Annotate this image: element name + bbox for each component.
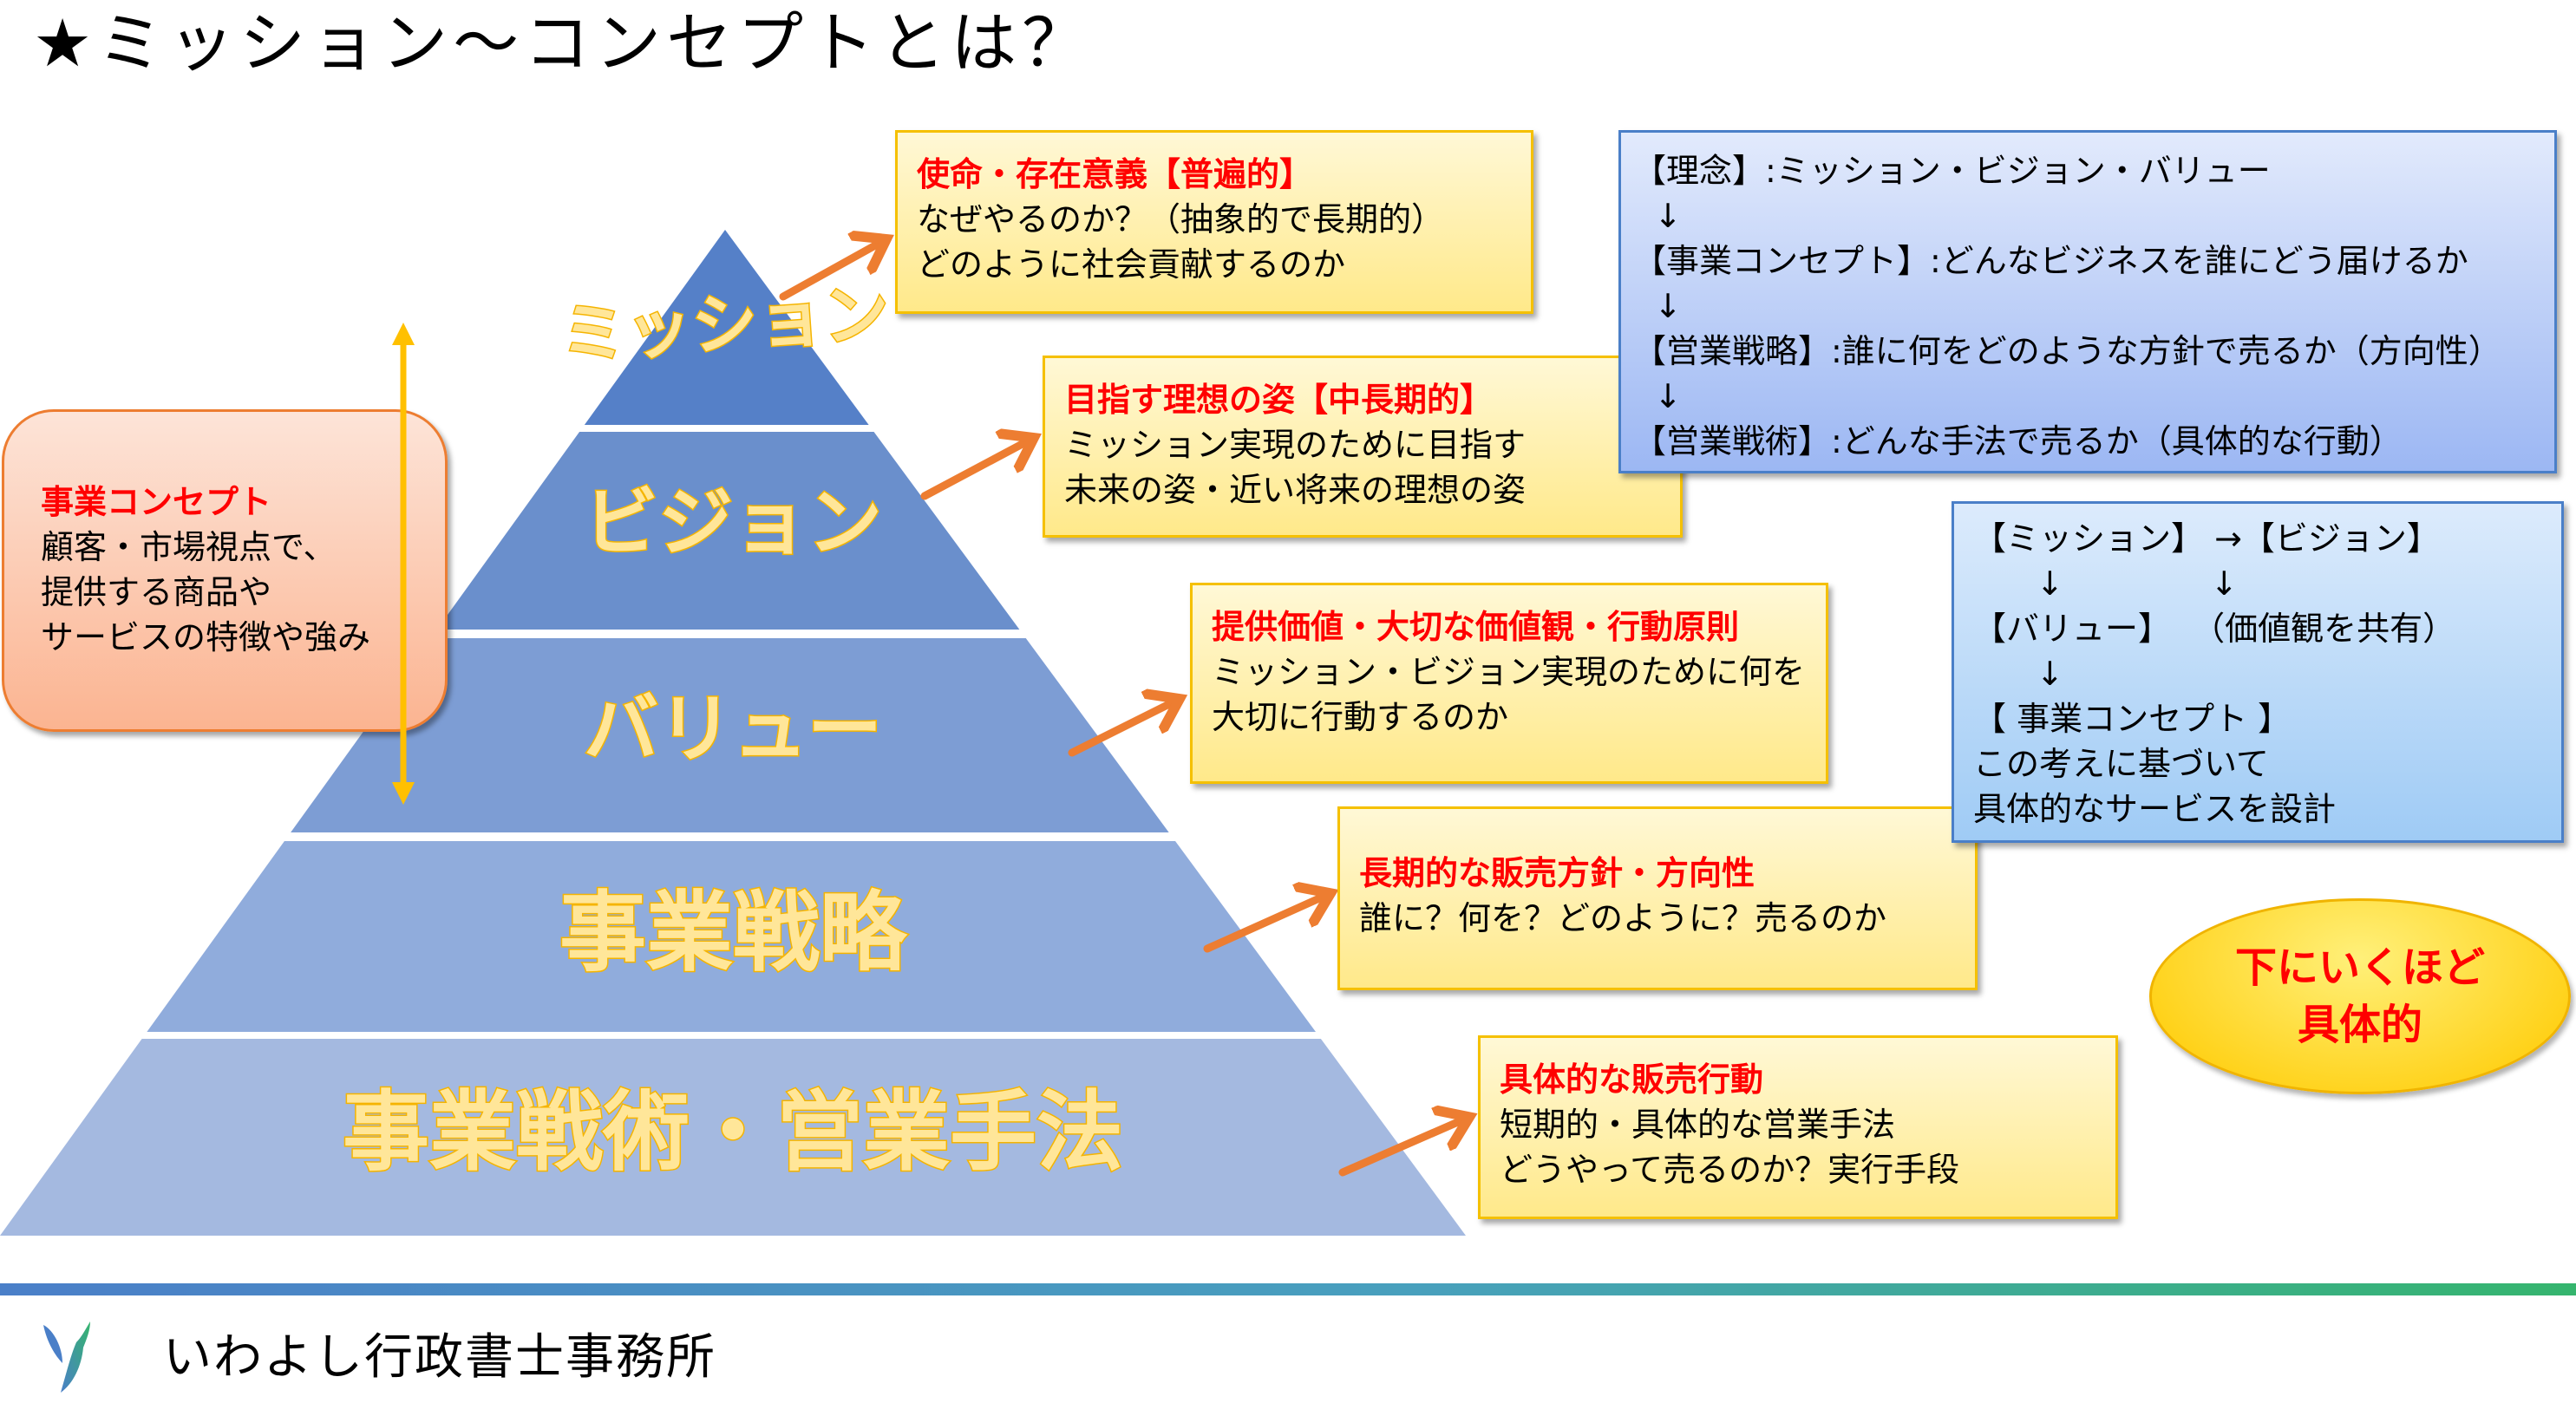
callout-strategy: 長期的な販売方針・方向性 誰に？何を？どのように？売るのか: [1337, 806, 1978, 990]
callout-line: 大切に行動するのか: [1212, 698, 1509, 736]
callout-heading: 提供価値・大切な価値観・行動原則: [1212, 608, 1740, 646]
office-logo-icon: [43, 1321, 90, 1393]
callout-heading: 具体的な販売行動: [1500, 1060, 1764, 1099]
pyramid-layer-vision: [436, 432, 1020, 630]
arrow-to-callout-mission-icon: [779, 241, 883, 301]
arrow-to-callout-tactics-icon: [1338, 1119, 1466, 1177]
office-name: いわよし行政書士事務所: [163, 1329, 716, 1386]
callout-value: 提供価値・大切な価値観・行動原則 ミッション・ビジョン実現のために何を 大切に行…: [1190, 583, 1828, 784]
hierarchy-row: 【営業戦略】:誰に何をどのような方針で売るか（方向性）: [1633, 332, 2501, 370]
footer-divider: [0, 1283, 2576, 1295]
down-arrow-icon: ↓: [1633, 197, 1682, 235]
callout-vision: 目指す理想の姿【中長期的】 ミッション実現のために目指す 未来の姿・近い将来の理…: [1043, 356, 1683, 538]
business-concept-box: 事業コンセプト 顧客・市場視点で、 提供する商品や サービスの特徴や強み: [2, 409, 448, 732]
callout-line: なぜやるのか？（抽象的で長期的）: [917, 200, 1445, 238]
badge-line: 具体的: [2297, 1001, 2422, 1049]
more-concrete-downward-badge: 下にいくほど 具体的: [2149, 898, 2571, 1094]
pyramid-label-vision: ビジョン: [584, 480, 882, 566]
business-concept-line: サービスの特徴や強み: [41, 618, 371, 656]
down-arrow-icon: ↓: [1633, 287, 1682, 325]
callout-line: ミッション・ビジョン実現のために何を: [1212, 653, 1806, 691]
flow-row: 【 事業コンセプト 】: [1973, 700, 2292, 738]
callout-mission: 使命・存在意義【普遍的】 なぜやるのか？（抽象的で長期的） どのように社会貢献す…: [895, 130, 1533, 314]
pyramid-label-mission: ミッション: [558, 274, 892, 374]
callout-heading: 目指す理想の姿【中長期的】: [1064, 381, 1494, 419]
callout-line: どのように社会貢献するのか: [917, 245, 1346, 284]
business-concept-heading: 事業コンセプト: [41, 483, 272, 521]
mvv-flow-box: 【ミッション】 →【ビジョン】 ↓ ↓ 【バリュー】 （価値観を共有） ↓ 【 …: [1952, 501, 2564, 843]
flow-row: この考えに基づいて: [1973, 745, 2269, 783]
callout-line: ミッション実現のために目指す: [1064, 426, 1527, 464]
pyramid-label-strategy: 事業戦略: [559, 882, 908, 983]
down-arrow-icon: ↓: [1973, 655, 2064, 693]
pyramid-label-tactics: 事業戦術・営業手法: [343, 1081, 1123, 1183]
business-concept-line: 提供する商品や: [41, 573, 272, 611]
callout-tactics: 具体的な販売行動 短期的・具体的な営業手法 どうやって売るのか？実行手段: [1478, 1035, 2118, 1219]
down-arrow-icon: ↓ ↓: [1973, 564, 2239, 603]
pyramid-label-value: バリュー: [584, 686, 882, 773]
page-title: ★ミッション〜コンセプトとは？: [33, 4, 1094, 82]
business-concept-line: 顧客・市場視点で、: [41, 528, 337, 566]
callout-heading: 長期的な販売方針・方向性: [1359, 854, 1755, 892]
flow-row: 【ミッション】 →【ビジョン】: [1973, 519, 2440, 558]
pyramid-layer-mission: [584, 230, 869, 425]
callout-line: 誰に？何を？どのように？売るのか: [1359, 899, 1887, 937]
pyramid-layer-strategy: [147, 841, 1316, 1032]
hierarchy-row: 【営業戦術】:どんな手法で売るか（具体的な行動）: [1633, 422, 2403, 460]
down-arrow-icon: ↓: [1633, 377, 1682, 415]
hierarchy-row: 【事業コンセプト】:どんなビジネスを誰にどう届けるか: [1633, 242, 2468, 280]
callout-line: 未来の姿・近い将来の理想の姿: [1064, 471, 1527, 509]
arrow-to-callout-value-icon: [1068, 701, 1176, 757]
philosophy-hierarchy-box: 【理念】:ミッション・ビジョン・バリュー ↓ 【事業コンセプト】:どんなビジネス…: [1618, 130, 2557, 473]
flow-row: 具体的なサービスを設計: [1973, 790, 2337, 828]
flow-row: 【バリュー】 （価値観を共有）: [1973, 610, 2456, 648]
callout-heading: 使命・存在意義【普遍的】: [917, 155, 1313, 193]
pyramid-layer-tactics: [0, 1039, 1466, 1236]
hierarchy-row: 【理念】:ミッション・ビジョン・バリュー: [1633, 152, 2271, 190]
arrow-to-callout-vision-icon: [920, 440, 1030, 500]
badge-line: 下にいくほど: [2234, 943, 2485, 992]
pyramid-layer-value: [291, 638, 1169, 832]
arrow-to-callout-strategy-icon: [1203, 895, 1327, 953]
callout-line: どうやって売るのか？実行手段: [1500, 1151, 1960, 1189]
callout-line: 短期的・具体的な営業手法: [1500, 1106, 1896, 1144]
